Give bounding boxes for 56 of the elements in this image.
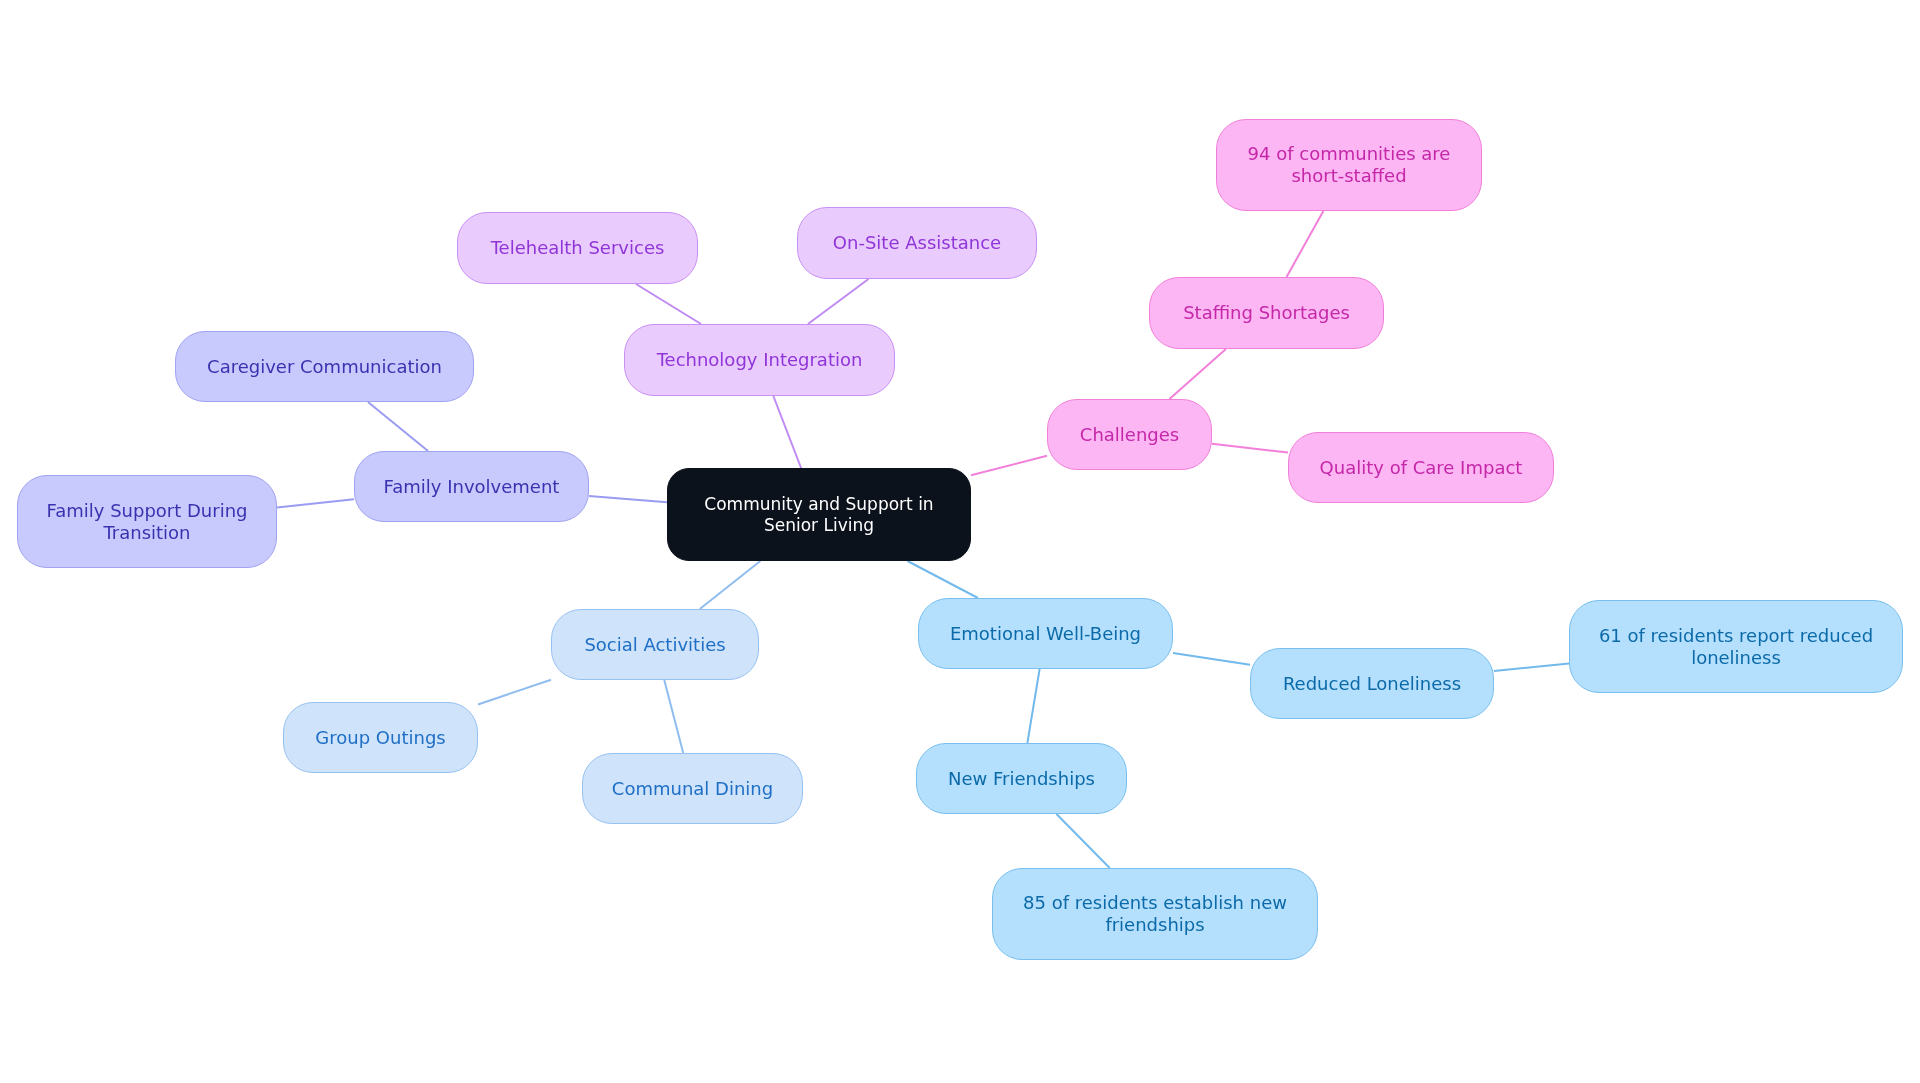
topic-label: Family Involvement xyxy=(383,475,560,498)
topic-pill xyxy=(283,702,478,773)
topic-pill xyxy=(1216,119,1482,211)
topic-label: On-Site Assistance xyxy=(832,232,1002,254)
topic-pill xyxy=(1288,432,1554,503)
topic-pill xyxy=(354,451,589,522)
connector-line xyxy=(698,560,762,610)
topic-label: Community and Support in Senior Living xyxy=(703,494,935,535)
connector-line xyxy=(1211,442,1289,454)
connector-line xyxy=(1026,668,1041,744)
topic-pill xyxy=(551,609,759,680)
topic-pill xyxy=(916,743,1127,814)
topic-label: Telehealth Services xyxy=(490,237,665,259)
connector-line xyxy=(970,454,1048,477)
topic-pill xyxy=(582,753,803,824)
topic-label: Group Outings xyxy=(315,726,446,749)
connector-line xyxy=(1285,210,1325,278)
connector-line xyxy=(367,401,429,452)
connector-line xyxy=(906,560,979,599)
topic-label: Reduced Loneliness xyxy=(1282,672,1462,695)
topic-pill xyxy=(1149,277,1384,349)
topic-label: Social Activities xyxy=(584,633,726,656)
connector-line xyxy=(1493,662,1570,673)
topic-label: 85 of residents establish new friendships xyxy=(1022,892,1288,936)
topic-pill xyxy=(17,475,277,568)
topic-label: Technology Integration xyxy=(656,349,863,371)
topic-label: 94 of communities are short-staffed xyxy=(1246,143,1452,187)
topic-label: Family Support During Transition xyxy=(45,499,249,544)
connector-line xyxy=(588,494,668,504)
topic-label: Caregiver Communication xyxy=(207,355,442,378)
topic-label: New Friendships xyxy=(948,767,1095,790)
connector-line xyxy=(477,678,552,706)
connector-line xyxy=(772,395,803,469)
connector-line xyxy=(663,679,685,754)
topic-pill xyxy=(457,212,698,284)
connector-line xyxy=(806,278,870,325)
topic-label: Staffing Shortages xyxy=(1183,302,1350,324)
topic-pill xyxy=(175,331,474,402)
connector-line xyxy=(1172,652,1251,666)
topic-label: Emotional Well-Being xyxy=(949,622,1142,645)
topic-label: Communal Dining xyxy=(611,777,774,800)
topic-label: Challenges xyxy=(1079,423,1180,446)
topic-pill xyxy=(624,324,895,396)
topic-pill xyxy=(797,207,1037,279)
connector-line xyxy=(1168,348,1227,400)
topic-pill xyxy=(918,598,1173,669)
connector-line xyxy=(276,498,355,509)
central-topic-box xyxy=(667,468,971,561)
connector-line xyxy=(635,283,702,325)
topic-label: Quality of Care Impact xyxy=(1319,456,1523,479)
topic-pill xyxy=(1047,399,1212,470)
topic-pill xyxy=(992,868,1318,960)
topic-label: 61 of residents report reduced loneliness xyxy=(1597,624,1875,669)
topic-pill xyxy=(1250,648,1494,719)
topic-pill xyxy=(1569,600,1903,693)
connector-line xyxy=(1055,813,1111,869)
